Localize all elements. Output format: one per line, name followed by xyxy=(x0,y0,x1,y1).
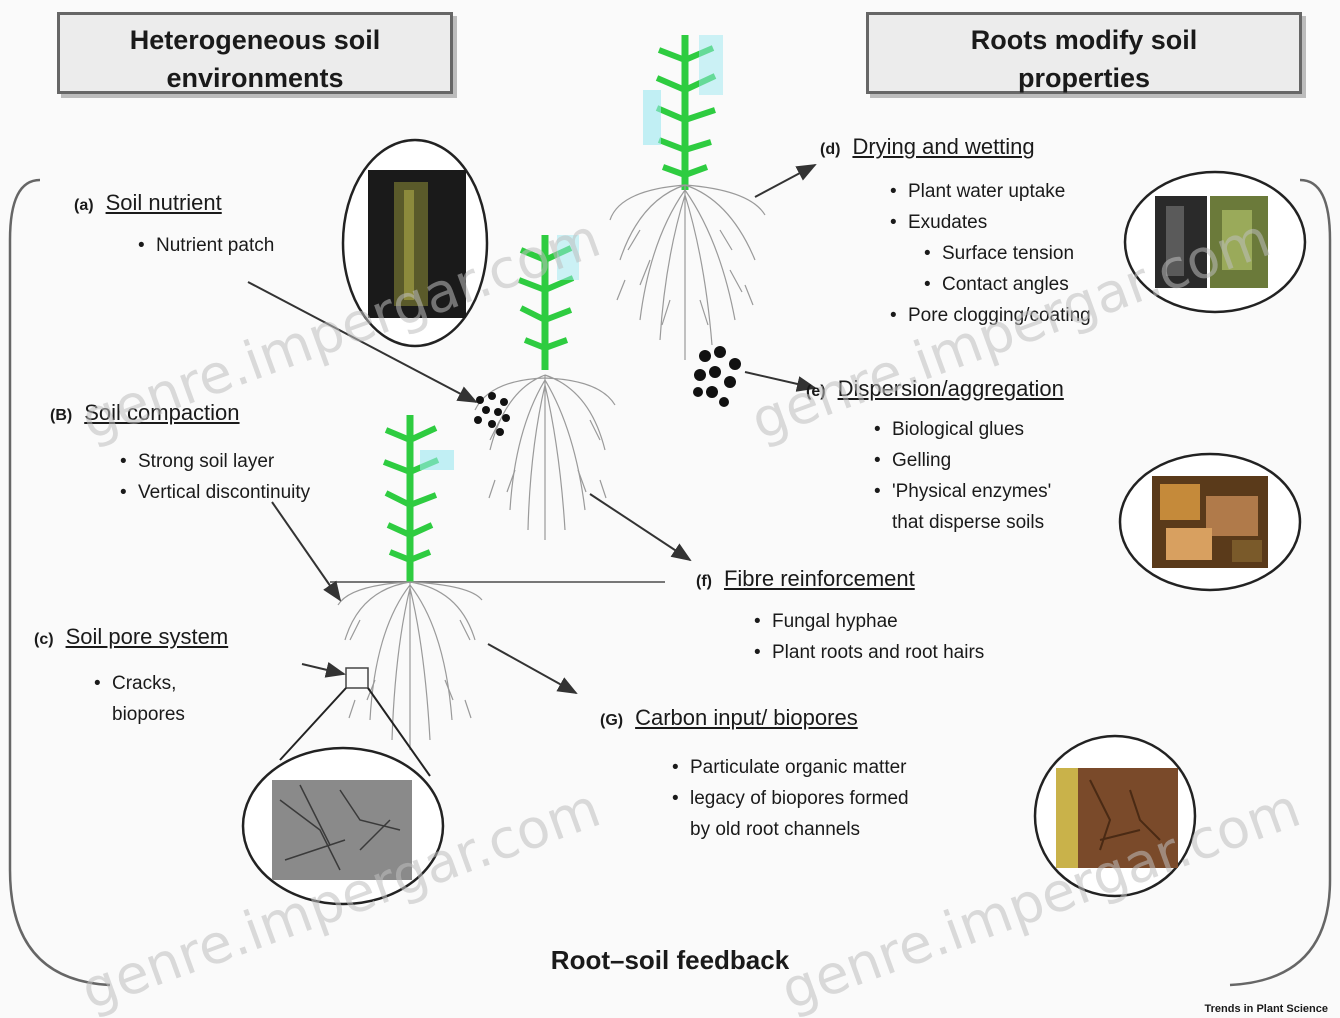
list-item-continuation: biopores xyxy=(94,699,185,730)
list-item: legacy of biopores formed xyxy=(672,783,909,814)
section-b-title: Soil compaction xyxy=(84,400,239,425)
plant-top xyxy=(643,35,723,190)
journal-credit: Trends in Plant Science xyxy=(1205,1003,1329,1015)
header-right-line1: Roots modify soil xyxy=(869,21,1299,59)
section-e-title: Dispersion/aggregation xyxy=(838,376,1064,401)
footer-title: Root–soil feedback xyxy=(0,945,1340,976)
list-item: Exudates xyxy=(890,207,1091,238)
list-item: Vertical discontinuity xyxy=(120,477,310,508)
section-a-heading: (a) Soil nutrient xyxy=(74,190,222,216)
section-e-label: (e) xyxy=(806,383,826,401)
list-item: Nutrient patch xyxy=(138,230,274,261)
section-e-heading: (e) Dispersion/aggregation xyxy=(806,376,1064,402)
section-g-bullets: Particulate organic matter legacy of bio… xyxy=(672,752,909,845)
section-d-title: Drying and wetting xyxy=(852,134,1034,159)
section-g-label: (G) xyxy=(600,712,623,730)
section-f-label: (f) xyxy=(696,573,712,591)
section-c-title: Soil pore system xyxy=(66,624,229,649)
section-b-bullets: Strong soil layer Vertical discontinuity xyxy=(120,446,310,508)
roots-middle xyxy=(475,375,615,540)
section-g-title: Carbon input/ biopores xyxy=(635,705,858,730)
list-item-continuation: that disperse soils xyxy=(874,507,1051,538)
list-item: Pore clogging/coating xyxy=(890,300,1091,331)
pore-zoom-box xyxy=(346,668,368,688)
section-b-heading: (B) Soil compaction xyxy=(50,400,240,426)
list-item-continuation: by old root channels xyxy=(672,814,909,845)
section-c-label: (c) xyxy=(34,631,54,649)
header-left-line1: Heterogeneous soil xyxy=(60,21,450,59)
section-f-heading: (f) Fibre reinforcement xyxy=(696,566,915,592)
list-item: Cracks, xyxy=(94,668,185,699)
section-b-label: (B) xyxy=(50,407,72,425)
arrow-fibre xyxy=(590,494,690,560)
inset-nutrient-image xyxy=(343,140,487,346)
plant-middle xyxy=(519,235,579,370)
section-a-bullets: Nutrient patch xyxy=(138,230,274,261)
list-item: Particulate organic matter xyxy=(672,752,909,783)
header-right-line2: properties xyxy=(869,59,1299,97)
list-item: Plant water uptake xyxy=(890,176,1091,207)
inset-drying-image xyxy=(1125,172,1305,312)
section-c-bullets: Cracks, biopores xyxy=(94,668,185,730)
section-f-title: Fibre reinforcement xyxy=(724,566,915,591)
nutrient-patch xyxy=(474,392,510,436)
arrow-carbon xyxy=(488,644,576,693)
section-a-title: Soil nutrient xyxy=(106,190,222,215)
inset-aggregation-image xyxy=(1120,454,1300,590)
arrow-compaction xyxy=(272,502,340,600)
list-item: Strong soil layer xyxy=(120,446,310,477)
list-subitem: Surface tension xyxy=(890,238,1091,269)
arrow-pore xyxy=(302,664,344,674)
section-d-heading: (d) Drying and wetting xyxy=(820,134,1035,160)
section-c-heading: (c) Soil pore system xyxy=(34,624,228,650)
header-box-right: Roots modify soil properties xyxy=(866,12,1302,94)
aggregates xyxy=(693,346,741,407)
list-item: Fungal hyphae xyxy=(754,606,984,637)
header-box-left: Heterogeneous soil environments xyxy=(57,12,453,94)
roots-top xyxy=(610,185,765,360)
list-item: Gelling xyxy=(874,445,1051,476)
list-item: Biological glues xyxy=(874,414,1051,445)
section-d-bullets: Plant water uptake Exudates Surface tens… xyxy=(890,176,1091,331)
section-f-bullets: Fungal hyphae Plant roots and root hairs xyxy=(754,606,984,668)
header-left-line2: environments xyxy=(60,59,450,97)
plant-lower xyxy=(384,415,454,582)
section-e-bullets: Biological glues Gelling 'Physical enzym… xyxy=(874,414,1051,538)
arrow-drying xyxy=(755,165,815,197)
roots-lower xyxy=(338,582,482,750)
section-a-label: (a) xyxy=(74,197,94,215)
arrow-dispersion xyxy=(745,372,815,388)
inset-carbon-image xyxy=(1035,736,1195,896)
inset-pore-image xyxy=(243,748,443,904)
list-item: Plant roots and root hairs xyxy=(754,637,984,668)
section-g-heading: (G) Carbon input/ biopores xyxy=(600,705,858,731)
list-item: 'Physical enzymes' xyxy=(874,476,1051,507)
section-d-label: (d) xyxy=(820,141,840,159)
list-subitem: Contact angles xyxy=(890,269,1091,300)
